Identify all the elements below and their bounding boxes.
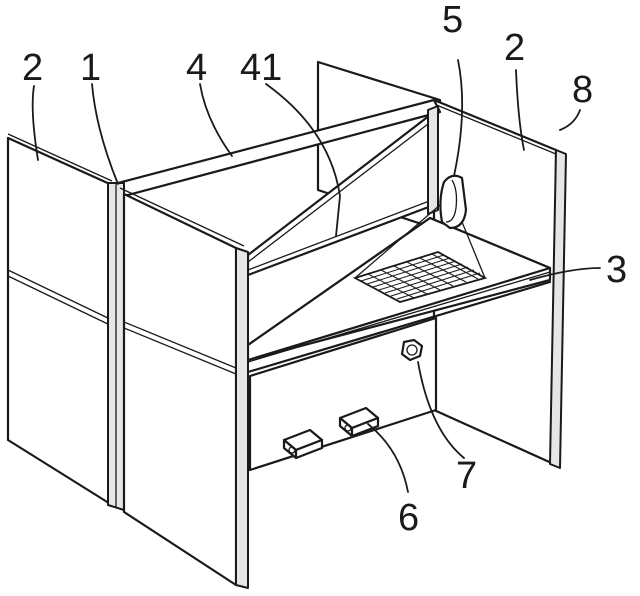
rear-screen-bottom-edge bbox=[247, 199, 433, 271]
desk-front-edge-2 bbox=[247, 271, 551, 363]
front-panel-edge-strip bbox=[235, 247, 249, 589]
under-desk-panel bbox=[248, 316, 438, 472]
right-panel-edge-strip bbox=[549, 149, 567, 469]
ref-label-1: 1 bbox=[80, 47, 101, 89]
floor-device-right bbox=[338, 406, 380, 438]
right-panel-edge-line bbox=[433, 103, 557, 155]
ref-label-6: 6 bbox=[398, 497, 419, 539]
ref-label-3: 3 bbox=[606, 249, 627, 291]
front-panel-divider bbox=[123, 321, 237, 369]
leader-3 bbox=[529, 267, 601, 281]
keyboard-grid-lines bbox=[360, 253, 481, 300]
ref-label-41: 41 bbox=[240, 47, 282, 89]
leader-5 bbox=[453, 59, 464, 177]
power-socket-inner bbox=[406, 344, 418, 356]
camera-device-face bbox=[445, 179, 458, 223]
front-panel-top-edge bbox=[119, 187, 245, 247]
leader-2-right bbox=[515, 69, 525, 151]
ref-label-7: 7 bbox=[456, 455, 477, 497]
power-socket bbox=[400, 338, 424, 362]
leader-7 bbox=[417, 361, 465, 459]
left-outer-panel-top-edge bbox=[7, 133, 113, 182]
ref-label-5: 5 bbox=[442, 0, 463, 41]
leader-6 bbox=[367, 423, 409, 493]
ref-label-8: 8 bbox=[572, 69, 593, 111]
beam-line-right bbox=[461, 221, 486, 279]
leader-41 bbox=[265, 83, 341, 237]
rear-screen-inner-top bbox=[247, 123, 429, 263]
leader-4 bbox=[199, 83, 233, 157]
left-outer-panel bbox=[6, 136, 114, 507]
left-outer-panel-divider-2 bbox=[7, 275, 113, 327]
beam-line-left bbox=[354, 204, 441, 279]
front-panel-divider-2 bbox=[123, 327, 237, 375]
ref-label-2-right: 2 bbox=[504, 27, 525, 69]
floor-device-left bbox=[282, 428, 324, 460]
leader-2-left bbox=[31, 85, 39, 161]
leader-1 bbox=[91, 83, 119, 185]
rear-screen-right-post bbox=[427, 105, 439, 215]
leader-8 bbox=[559, 109, 581, 131]
desk-front-edge bbox=[246, 280, 552, 374]
ref-label-2-left: 2 bbox=[22, 47, 43, 89]
front-panel bbox=[122, 192, 238, 587]
ref-label-4: 4 bbox=[186, 47, 207, 89]
left-outer-panel-divider bbox=[7, 269, 113, 321]
